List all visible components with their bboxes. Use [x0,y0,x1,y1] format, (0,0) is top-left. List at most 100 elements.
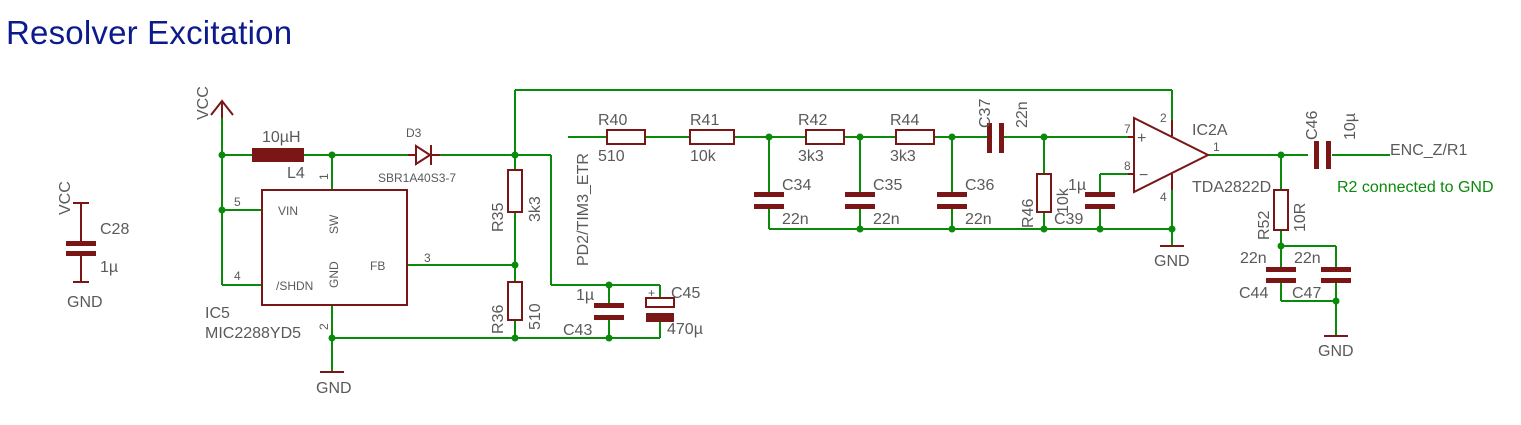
r35-value: 3k3 [527,196,544,222]
input-net-label: PD2/TIM3_ETR [575,153,592,266]
c45-capacitor: + C45 470µ [645,285,703,338]
r42-value: 3k3 [798,148,824,165]
ic5-pin-sw: SW [327,214,341,234]
r44-resistor: R44 3k3 [890,112,935,165]
gnd-symbol: GND [316,371,352,397]
r42-resistor: R42 3k3 [798,112,845,165]
gnd-label: GND [1318,343,1354,360]
c44-value: 22n [1240,250,1267,267]
ic2a-name: IC2A [1192,122,1228,139]
c28-value: 1µ [100,259,118,276]
c45-polarity: + [648,286,655,300]
c28-capacitor: VCC C28 1µ GND [57,181,129,311]
d3-name: D3 [406,126,422,140]
l4-inductor: 10µH L4 [252,129,305,182]
c37-capacitor: C37 22n [977,99,1031,153]
gnd-label: GND [1154,253,1190,270]
r52-value: 10R [1292,203,1309,232]
c36-value: 22n [965,211,992,228]
r35-resistor: R35 3k3 [490,169,544,232]
c28-name: C28 [100,221,129,238]
r2-note: R2 connected to GND [1337,179,1494,196]
gnd-label: GND [67,294,103,311]
c35-name: C35 [873,177,902,194]
ic5-pin-fb: FB [370,259,385,273]
c35-value: 22n [873,211,900,228]
c46-value: 10µ [1342,113,1359,140]
gnd-label: GND [316,380,352,397]
l4-name: L4 [287,165,305,182]
r46-name: R46 [1020,199,1037,228]
c45-name: C45 [671,285,700,302]
ic5-pinnum-fb: 3 [424,251,431,265]
ic5-pin-vin: VIN [278,204,298,218]
junction-dots [218,133,1340,342]
c37-value: 22n [1014,101,1031,128]
r44-value: 3k3 [890,148,916,165]
ic5-regulator: VIN /SHDN SW GND FB 5 4 1 2 3 IC5 MIC228… [205,173,431,342]
c43-name: C43 [563,322,592,339]
vcc-label: VCC [57,181,74,215]
r42-name: R42 [798,112,827,129]
r46-resistor: R46 10k [1020,173,1072,228]
r40-value: 510 [598,148,625,165]
c47-value: 22n [1294,250,1321,267]
c44-name: C44 [1239,285,1268,302]
r44-name: R44 [890,112,919,129]
ic5-pinnum-gnd: 2 [317,323,331,330]
sheet-title: Resolver Excitation [6,14,293,51]
c43-value: 1µ [576,287,594,304]
c47-capacitor: 22n C47 [1292,250,1351,302]
c43-capacitor: 1µ C43 [563,287,624,339]
l4-value: 10µH [262,129,301,146]
c36-name: C36 [965,177,994,194]
ic2a-pinnum-gnd: 4 [1160,190,1167,204]
vcc-arrow: VCC [195,86,234,120]
gnd-symbol: GND [1318,335,1354,360]
c36-capacitor: C36 22n [937,177,994,228]
r52-name: R52 [1256,211,1273,240]
ic2a-pinnum-in-minus: 8 [1124,159,1131,173]
ic2a-pinnum-in-plus: 7 [1124,122,1131,136]
r52-resistor: R52 10R [1256,189,1309,240]
c47-name: C47 [1292,285,1321,302]
ic2a-pinnum-vplus: 2 [1160,111,1167,125]
r41-name: R41 [690,112,719,129]
c37-name: C37 [977,99,994,128]
d3-diode: D3 SBR1A40S3-7 [378,126,456,185]
c39-name: C39 [1054,211,1083,228]
c34-name: C34 [782,177,811,194]
output-net-label: ENC_Z/R1 [1390,142,1467,159]
ic5-pin-gnd: GND [327,261,341,288]
c44-capacitor: 22n C44 [1239,250,1296,302]
ic2a-pinnum-out: 1 [1213,140,1220,154]
r41-resistor: R41 10k [689,112,735,165]
c35-capacitor: C35 22n [845,177,902,228]
c46-capacitor: C46 10µ [1304,111,1359,169]
r40-resistor: R40 510 [598,112,646,165]
c34-capacitor: C34 22n [754,177,811,228]
r36-value: 510 [527,303,544,330]
c39-capacitor: 1µ C39 [1054,177,1115,228]
c39-value: 1µ [1068,177,1086,194]
c34-value: 22n [782,211,809,228]
ic2a-plus-sign: + [1137,130,1146,147]
ic2a-value: TDA2822D [1192,179,1271,196]
d3-value: SBR1A40S3-7 [378,171,456,185]
r41-value: 10k [690,148,717,165]
ic5-pinnum-sw: 1 [317,173,331,180]
gnd-symbol: GND [1154,245,1190,270]
vcc-label: VCC [195,86,212,120]
ic5-name: IC5 [205,305,230,322]
r46-value: 10k [1055,187,1072,214]
ic5-pin-shdn: /SHDN [276,279,313,293]
ic5-pinnum-shdn: 4 [234,269,241,283]
r40-name: R40 [598,112,627,129]
ic5-value: MIC2288YD5 [205,325,301,342]
ic2a-opamp: + − 7 8 2 4 1 IC2A TDA2822D [1124,111,1271,204]
r36-name: R36 [490,305,507,334]
r36-resistor: R36 510 [490,281,544,334]
c46-name: C46 [1304,111,1321,140]
r35-name: R35 [490,203,507,232]
